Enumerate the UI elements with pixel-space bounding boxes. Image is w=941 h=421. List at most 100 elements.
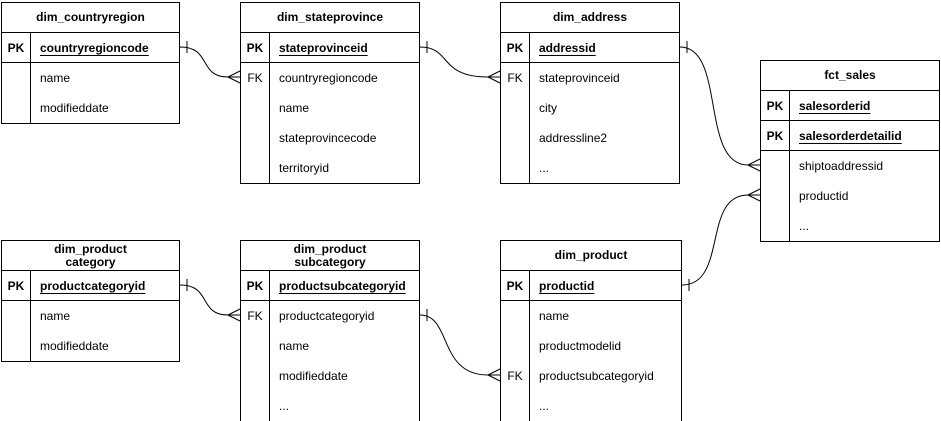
pk-badge: PK xyxy=(241,271,270,300)
table-row: PK productsubcategoryid xyxy=(241,271,419,301)
relationship-countryregion-stateprovince[interactable] xyxy=(179,41,241,84)
table-row: modifieddate xyxy=(2,331,179,361)
table-dim_countryregion[interactable]: dim_countryregion PK countryregioncode n… xyxy=(1,2,180,124)
table-row: name xyxy=(241,93,419,123)
relationship-stateprovince-address[interactable] xyxy=(419,41,501,84)
pk-badge: PK xyxy=(501,33,530,62)
table-dim_product[interactable]: dim_product PK productid name productmod… xyxy=(500,240,682,421)
table-row: PK productcategoryid xyxy=(2,271,179,301)
table-row: FK productcategoryid xyxy=(241,301,419,331)
fk-badge: FK xyxy=(241,301,270,331)
table-row: name xyxy=(2,63,179,93)
relationship-product-fctsales[interactable] xyxy=(681,188,761,291)
key-badge xyxy=(761,181,790,211)
column-name: shiptoaddressid xyxy=(799,159,884,173)
table-row: PK countryregioncode xyxy=(2,33,179,63)
table-row: PK productid xyxy=(501,271,681,301)
column-name: ... xyxy=(799,219,810,233)
table-dim_productsubcategory[interactable]: dim_product subcategory PK productsubcat… xyxy=(240,240,420,421)
table-row: productmodelid xyxy=(501,331,681,361)
column-name: stateprovinceid xyxy=(279,40,368,55)
pk-badge: PK xyxy=(2,33,31,62)
crows-foot-many xyxy=(487,70,501,84)
table-fct_sales[interactable]: fct_sales PK salesorderid PK salesorderd… xyxy=(760,60,940,242)
column-name: ... xyxy=(539,161,550,175)
key-badge xyxy=(2,301,31,331)
key-badge xyxy=(501,391,530,421)
key-badge xyxy=(241,93,270,123)
column-name: ... xyxy=(279,399,290,413)
key-badge xyxy=(501,93,530,123)
table-row: shiptoaddressid xyxy=(761,151,939,181)
column-name: addressline2 xyxy=(539,131,608,145)
table-row: PK salesorderid xyxy=(761,91,939,121)
table-row: FK countryregioncode xyxy=(241,63,419,93)
table-row: addressline2 xyxy=(501,123,679,153)
table-row: PK salesorderdetailid xyxy=(761,121,939,151)
key-badge xyxy=(2,93,31,123)
column-name: name xyxy=(40,71,71,85)
pk-badge: PK xyxy=(761,91,790,120)
column-name: modifieddate xyxy=(279,369,348,383)
table-title: dim_countryregion xyxy=(2,3,179,33)
column-name: addressid xyxy=(539,40,596,55)
column-name: name xyxy=(279,339,310,353)
key-badge xyxy=(241,331,270,361)
table-row: ... xyxy=(501,153,679,183)
column-name: stateprovincecode xyxy=(279,131,377,145)
relationship-productsubcategory-product[interactable] xyxy=(419,309,501,382)
column-name: ... xyxy=(539,399,550,413)
key-badge xyxy=(241,153,270,183)
table-dim_stateprovince[interactable]: dim_stateprovince PK stateprovinceid FK … xyxy=(240,2,420,184)
column-name: productsubcategoryid xyxy=(279,278,406,293)
table-row: FK productsubcategoryid xyxy=(501,361,681,391)
relationship-address-fctsales[interactable] xyxy=(679,41,761,172)
table-row: productid xyxy=(761,181,939,211)
key-badge xyxy=(241,391,270,421)
table-row: modifieddate xyxy=(241,361,419,391)
crows-foot-many xyxy=(227,308,241,322)
column-name: productid xyxy=(539,278,595,293)
key-badge xyxy=(2,331,31,361)
table-title: dim_address xyxy=(501,3,679,33)
table-title: dim_product xyxy=(501,241,681,271)
table-dim_productcategory[interactable]: dim_product category PK productcategoryi… xyxy=(1,240,180,362)
column-name: productsubcategoryid xyxy=(539,369,654,383)
key-badge xyxy=(241,123,270,153)
pk-badge: PK xyxy=(501,271,530,300)
key-badge xyxy=(2,63,31,93)
key-badge xyxy=(501,123,530,153)
key-badge xyxy=(761,211,790,241)
table-row: PK addressid xyxy=(501,33,679,63)
table-title: dim_product category xyxy=(2,241,179,271)
key-badge xyxy=(241,361,270,391)
column-name: productcategoryid xyxy=(279,309,375,323)
pk-badge: PK xyxy=(761,121,790,150)
column-name: modifieddate xyxy=(40,101,109,115)
column-name: salesorderid xyxy=(799,98,871,113)
table-row: ... xyxy=(761,211,939,241)
table-row: modifieddate xyxy=(2,93,179,123)
table-title: dim_product subcategory xyxy=(241,241,419,271)
column-name: name xyxy=(279,101,310,115)
key-badge xyxy=(501,331,530,361)
relationship-productcategory-productsubcategory[interactable] xyxy=(179,279,241,322)
column-name: productmodelid xyxy=(539,339,622,353)
column-name: modifieddate xyxy=(40,339,109,353)
pk-badge: PK xyxy=(2,271,31,300)
crows-foot-many xyxy=(227,70,241,84)
table-row: ... xyxy=(241,391,419,421)
table-dim_address[interactable]: dim_address PK addressid FK stateprovinc… xyxy=(500,2,680,184)
column-name: territoryid xyxy=(279,161,330,175)
fk-badge: FK xyxy=(501,63,530,93)
crows-foot-many xyxy=(487,368,501,382)
table-row: city xyxy=(501,93,679,123)
pk-badge: PK xyxy=(241,33,270,62)
table-row: ... xyxy=(501,391,681,421)
column-name: productid xyxy=(799,189,849,203)
column-name: stateprovinceid xyxy=(539,71,620,85)
table-row: name xyxy=(501,301,681,331)
key-badge xyxy=(761,151,790,181)
